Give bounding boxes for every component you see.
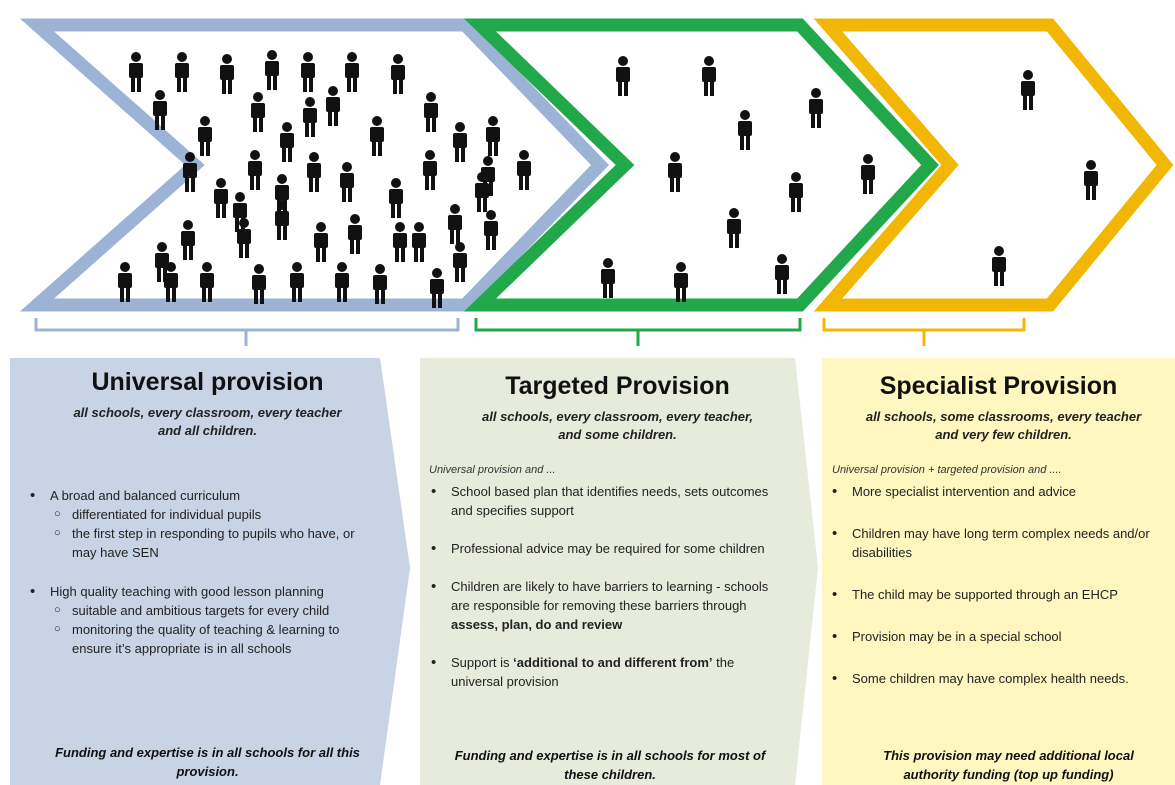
- sub-list-item: suitable and ambitious targets for every…: [50, 601, 364, 620]
- targeted-heading: Targeted Provision: [505, 372, 730, 400]
- sub-list-item: differentiated for individual pupils: [50, 505, 364, 524]
- specialist-heading: Specialist Provision: [879, 372, 1118, 400]
- universal-panel-bg: [10, 358, 410, 785]
- targeted-panel: Targeted Provision all schools, every cl…: [415, 358, 820, 785]
- specialist-intro: Universal provision + targeted provision…: [832, 464, 1062, 476]
- universal-panel: Universal provision all schools, every c…: [0, 358, 415, 785]
- list-item: Some children may have complex health ne…: [826, 669, 1171, 688]
- specialist-chevron: [813, 18, 1174, 312]
- list-item: The child may be supported through an EH…: [826, 585, 1171, 604]
- sub-list-item: the first step in responding to pupils w…: [50, 524, 364, 562]
- list-item: Children are likely to have barriers to …: [425, 577, 770, 634]
- targeted-subheading: all schools, every classroom, every teac…: [482, 409, 753, 442]
- list-item: A broad and balanced curriculum differen…: [24, 486, 364, 562]
- universal-bullet-list: A broad and balanced curriculum differen…: [24, 486, 364, 678]
- specialist-bracket: [822, 318, 1026, 332]
- list-item: More specialist intervention and advice: [826, 482, 1171, 501]
- list-item: Children may have long term complex need…: [826, 524, 1171, 562]
- provision-flow-diagram: [19, 18, 1174, 346]
- specialist-bullet-list: More specialist intervention and advice …: [826, 482, 1171, 711]
- targeted-footer: Funding and expertise is in all schools …: [454, 748, 766, 782]
- specialist-footer: This provision may need additional local…: [883, 748, 1134, 782]
- list-item: Professional advice may be required for …: [425, 539, 770, 558]
- sub-list-item: monitoring the quality of teaching & lea…: [50, 620, 364, 658]
- list-item: School based plan that identifies needs,…: [425, 482, 770, 520]
- universal-heading: Universal provision: [91, 368, 324, 396]
- targeted-bullet-list: School based plan that identifies needs,…: [425, 482, 770, 710]
- targeted-bracket: [474, 318, 802, 332]
- universal-bracket: [34, 318, 460, 332]
- universal-subheading: all schools, every classroom, every teac…: [73, 405, 342, 438]
- list-item: Support is ‘additional to and different …: [425, 653, 770, 691]
- targeted-intro: Universal provision and ...: [429, 464, 556, 476]
- list-item: High quality teaching with good lesson p…: [24, 582, 364, 658]
- specialist-subheading: all schools, some classrooms, every teac…: [865, 409, 1142, 442]
- universal-footer: Funding and expertise is in all schools …: [55, 745, 360, 779]
- list-item: Provision may be in a special school: [826, 627, 1171, 646]
- specialist-panel: Specialist Provision all schools, some c…: [822, 358, 1175, 785]
